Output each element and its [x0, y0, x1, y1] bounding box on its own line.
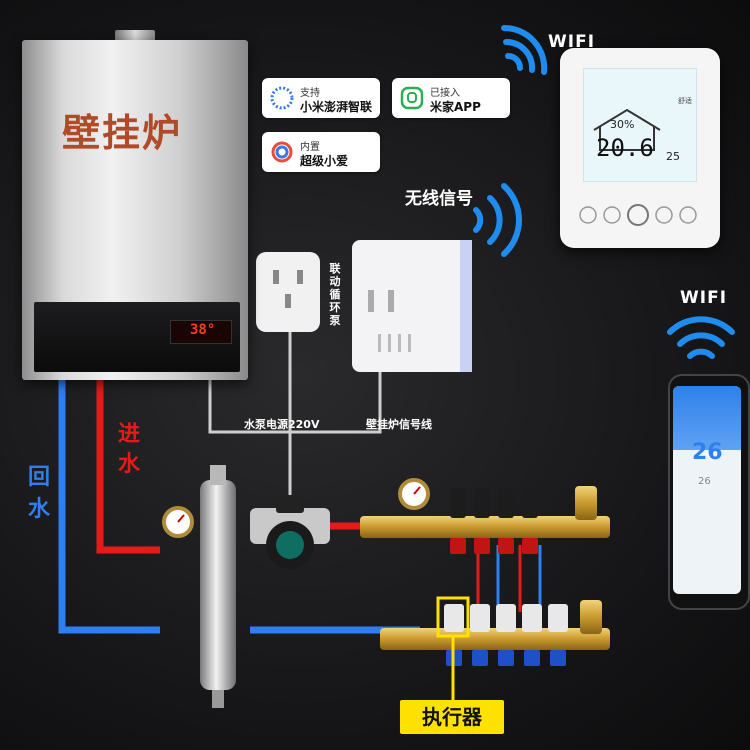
badge-line2: 小米澎湃智联: [300, 100, 373, 114]
boiler-display: [170, 320, 232, 344]
control-wires: [208, 330, 382, 510]
phone-app-header: [673, 386, 741, 450]
label-boiler-signal-line: 壁挂炉信号线: [366, 418, 432, 431]
house-icon: [593, 108, 661, 151]
label-linked-pump: 联动循环泵: [329, 262, 341, 327]
thermostat-mode: 舒适: [678, 97, 692, 105]
hydraulic-separator: [200, 465, 236, 708]
badge-mijia-app: 已接入 米家APP: [392, 78, 510, 118]
pressure-gauge-right: [398, 478, 430, 510]
pressure-gauge-left: [162, 506, 194, 538]
thermostat-humidity: 30%: [610, 118, 635, 131]
badge-line1: 已接入: [430, 88, 460, 99]
return-manifold: [380, 600, 610, 666]
loop-lines: [476, 545, 542, 612]
badge-xiaomi-hyperconnect: 支持 小米澎湃智联: [262, 78, 380, 118]
circulation-pump: [250, 495, 330, 569]
badge-line1: 内置: [300, 142, 320, 153]
label-pump-power: 水泵电源220V: [244, 418, 320, 431]
phone-temperature: 26: [692, 440, 723, 465]
xiaomi-hyperconnect-icon: [270, 86, 294, 110]
label-wireless-signal: 无线信号: [405, 189, 473, 209]
badge-line2: 超级小爱: [300, 154, 349, 168]
boiler-display-temp: 38°: [190, 322, 216, 338]
wireless-signal-icon: [473, 183, 523, 257]
boiler-title: 壁挂炉: [61, 110, 182, 155]
label-inlet-water: 进水: [118, 422, 141, 477]
label-return-water: 回水: [28, 465, 51, 522]
power-plug: [256, 252, 320, 332]
phone-secondary-temp: 26: [698, 476, 711, 487]
thermostat-set-temp: 25: [666, 150, 680, 163]
label-actuator: 执行器: [400, 700, 504, 734]
mijia-icon: [400, 86, 424, 110]
xiaoai-icon: [271, 141, 293, 163]
thermostat-temperature: 20.6: [596, 134, 654, 162]
wifi-top-icon: [501, 24, 548, 75]
badge-xiaoai: 内置 超级小爱: [262, 132, 380, 172]
badge-line2: 米家APP: [430, 100, 481, 114]
receiver-socket-box: [352, 240, 472, 372]
wifi-phone-icon: [667, 316, 735, 359]
boiler-signal-wire: [208, 360, 382, 434]
label-wifi-top: WIFI: [548, 32, 596, 52]
thermostat-buttons: [579, 204, 697, 226]
supply-manifold: [360, 486, 610, 554]
badge-line1: 支持: [300, 88, 320, 99]
label-wifi-phone: WIFI: [680, 288, 728, 308]
wall-boiler: 壁挂炉: [22, 40, 248, 380]
